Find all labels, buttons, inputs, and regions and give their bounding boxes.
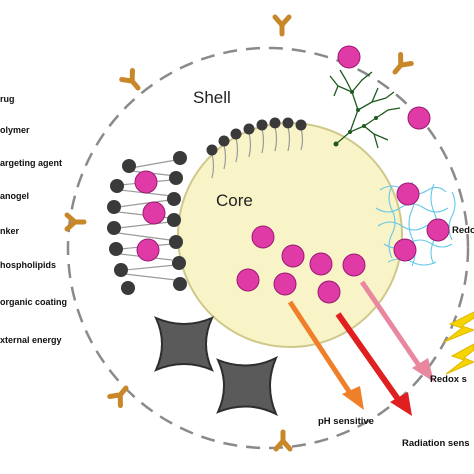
- redox-sensitive-label: Redox s: [430, 374, 467, 385]
- polymer-dendrimer: [329, 69, 401, 149]
- legend-item-linker: nker: [0, 226, 20, 236]
- legend-item-organic-coating: organic coating: [0, 297, 67, 307]
- core-sphere: [177, 122, 403, 348]
- ph-arrow-head: [342, 386, 364, 410]
- drug-particle: [396, 182, 420, 206]
- antibody-icon: [276, 432, 290, 449]
- legend-item-phospholipids: hospholipids: [0, 260, 56, 270]
- drug-particle: [407, 106, 431, 130]
- core-drugs: [236, 225, 366, 304]
- lightning-icon: [443, 311, 474, 343]
- core-label: Core: [216, 191, 253, 210]
- phospholipid-bilayer: [107, 151, 187, 295]
- legend-item-external-energy: xternal energy: [0, 335, 62, 345]
- radiation-sensitive-label: Radiation sens: [402, 438, 470, 449]
- legend-item-drug: rug: [0, 94, 15, 104]
- drug-particle: [337, 45, 361, 69]
- drug-particle: [136, 238, 160, 262]
- antibody-icon: [122, 70, 144, 92]
- shell-label: Shell: [193, 88, 231, 107]
- drug-particle: [426, 218, 450, 242]
- phospholipid-monolayer: [206, 117, 307, 179]
- legend: rug olymer argeting agent anogel nker ho…: [0, 94, 67, 345]
- redox-arrow-head: [412, 358, 434, 382]
- radiation-arrow-head: [390, 392, 412, 416]
- drug-particle: [142, 201, 166, 225]
- drug-particle: [393, 238, 417, 262]
- legend-item-targeting-agent: argeting agent: [0, 158, 62, 168]
- external-energy: [443, 311, 474, 375]
- antibody-icon: [110, 384, 132, 406]
- drug-particle: [134, 170, 158, 194]
- shell-boundary: [66, 46, 470, 450]
- organic-coating: [154, 316, 278, 417]
- legend-item-polymer: olymer: [0, 125, 30, 135]
- antibody-icon: [390, 54, 412, 76]
- redox-nanogel-label: Redox se: [452, 225, 474, 236]
- legend-item-nanogel: anogel: [0, 191, 29, 201]
- ph-sensitive-label: pH sensitive: [318, 416, 374, 427]
- release-arrows: [287, 280, 434, 416]
- antibody-icon: [275, 17, 289, 34]
- lightning-icon: [445, 343, 474, 375]
